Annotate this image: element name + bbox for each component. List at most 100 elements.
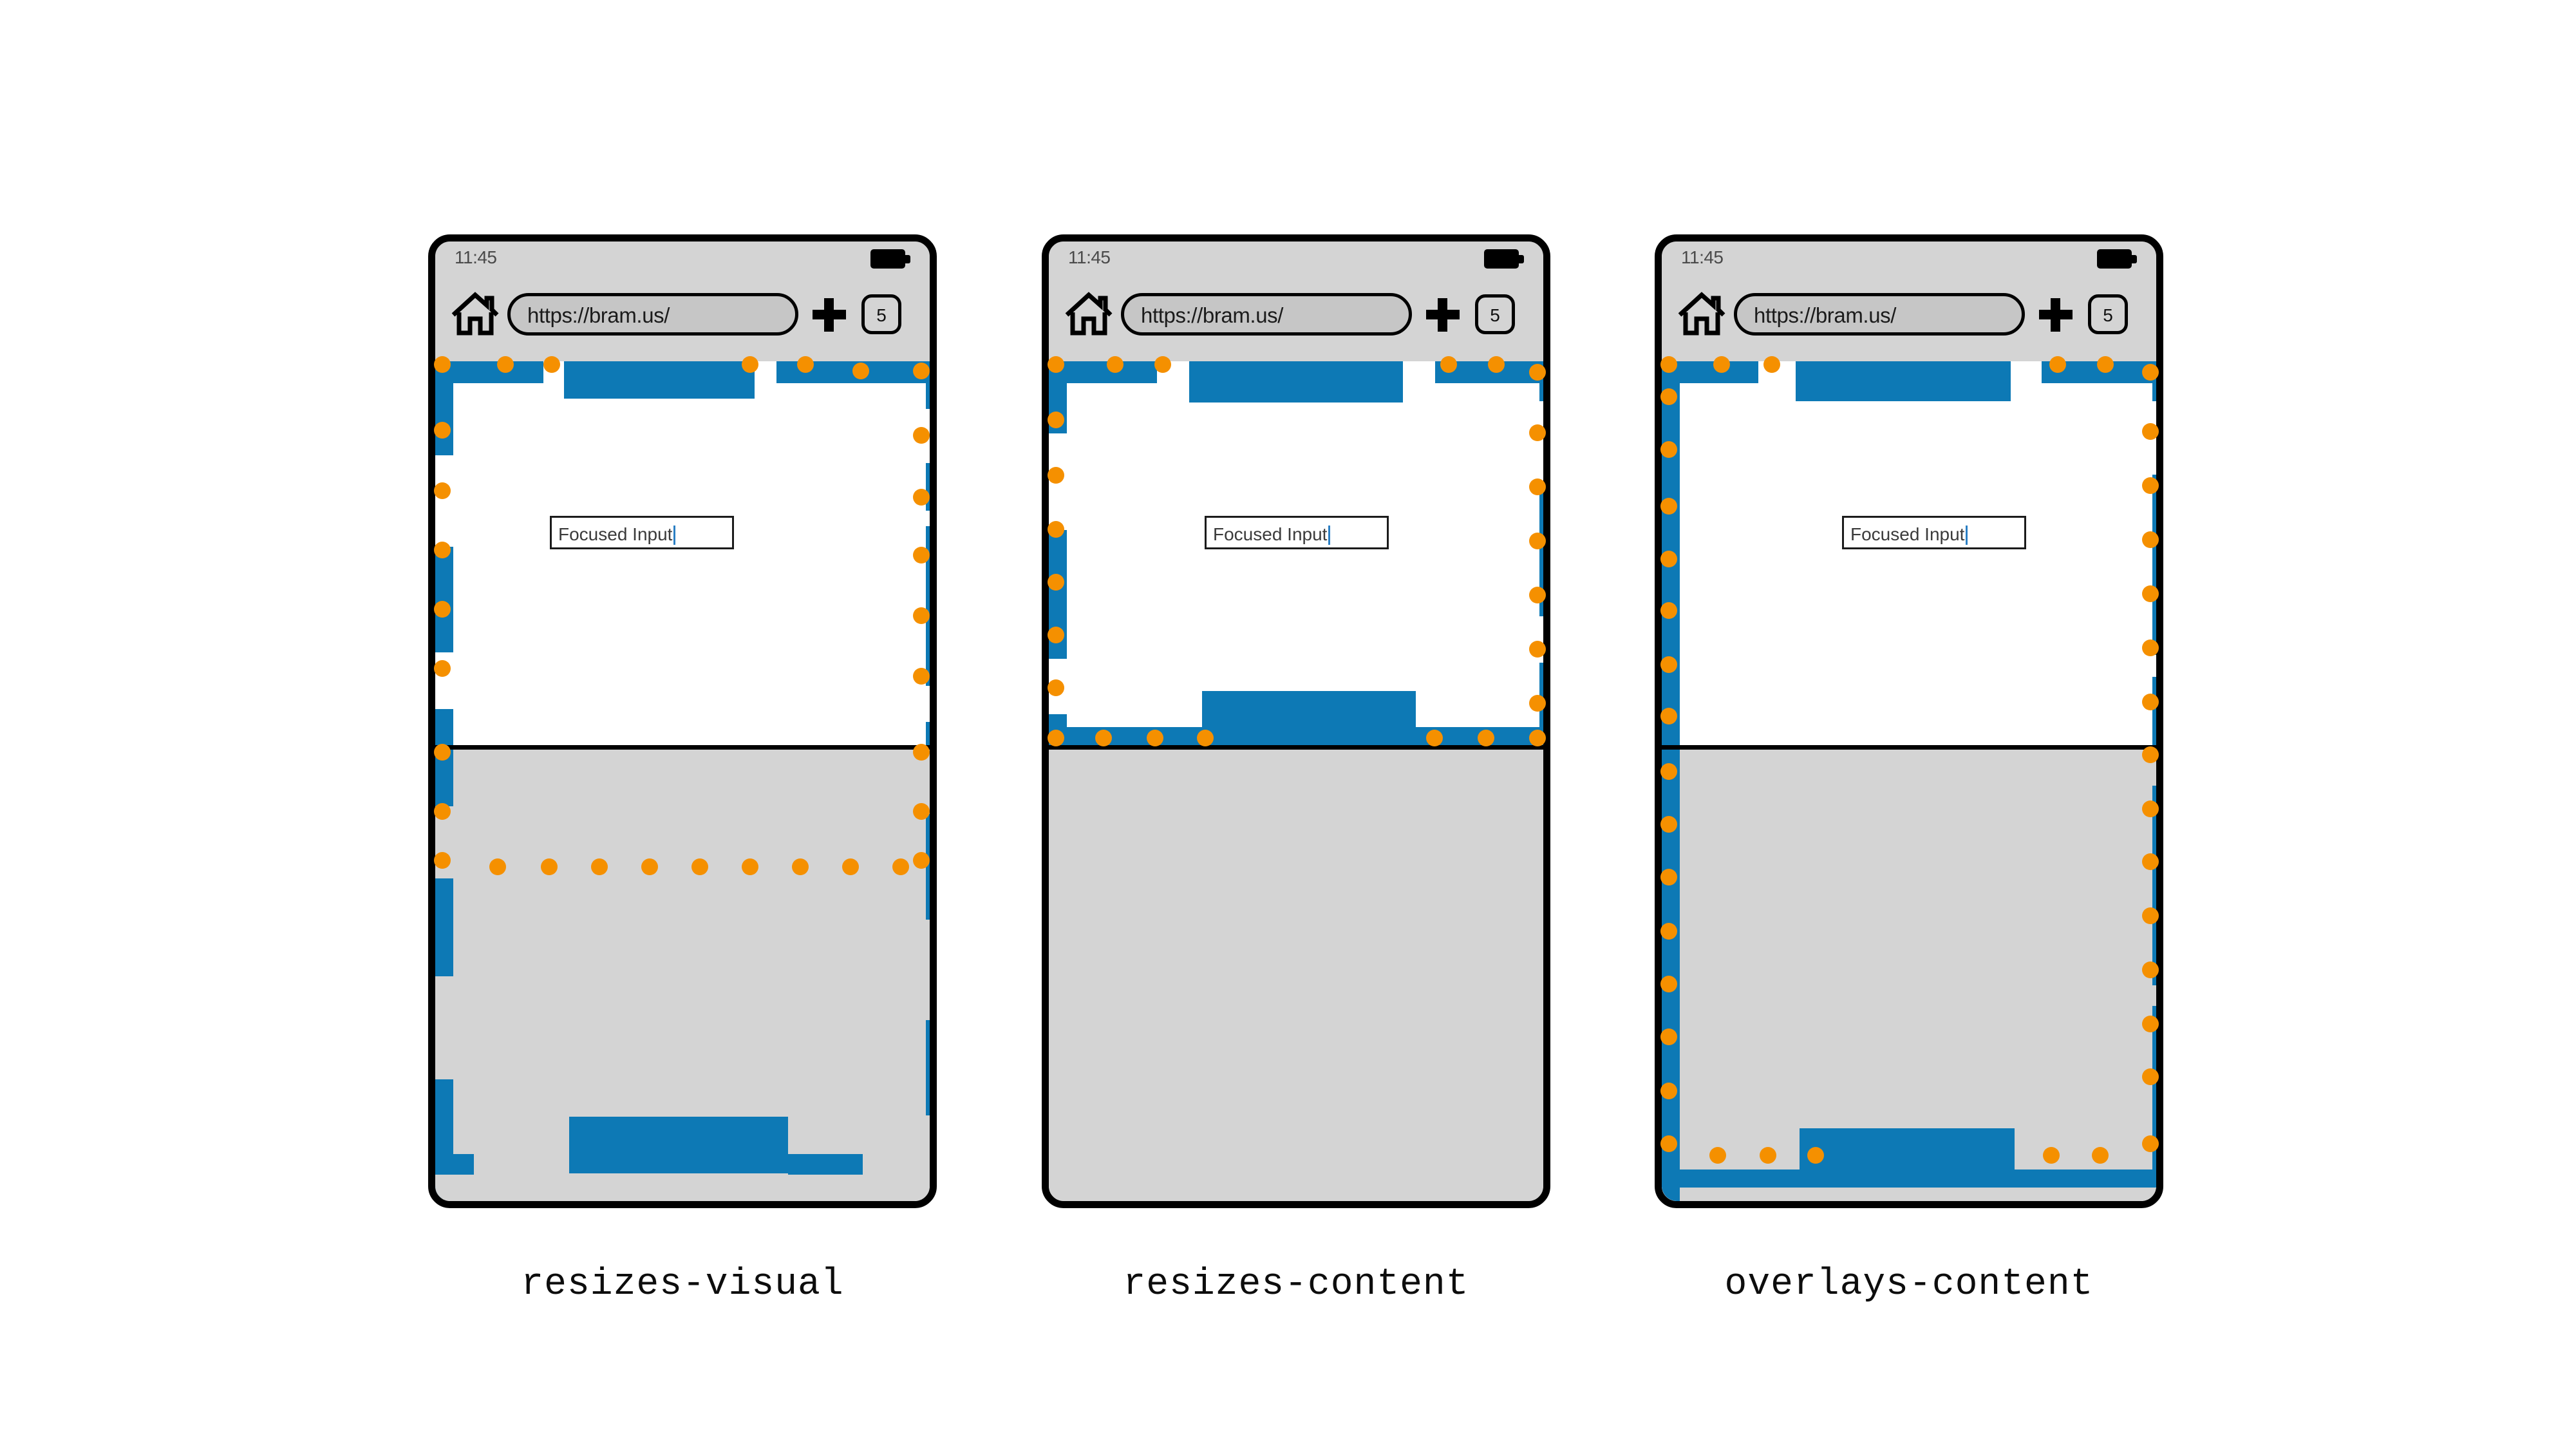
- dot: [497, 356, 514, 373]
- battery-full-icon: [870, 249, 910, 269]
- kbd-band-bottom-right: [2015, 1170, 2156, 1188]
- dot: [2142, 423, 2159, 440]
- home-icon[interactable]: [451, 289, 500, 338]
- dot: [2142, 694, 2159, 710]
- dot: [1660, 441, 1677, 458]
- focused-input[interactable]: Focused Input: [1205, 516, 1389, 549]
- dot: [1660, 1028, 1677, 1045]
- phone-screen: 11:45 https://bram.us/: [1662, 242, 2156, 1201]
- home-icon[interactable]: [1064, 289, 1113, 338]
- address-bar[interactable]: https://bram.us/: [1734, 293, 2025, 336]
- dot: [434, 803, 451, 820]
- dot: [1488, 356, 1505, 373]
- dot: [842, 858, 859, 875]
- plus-icon[interactable]: [813, 298, 846, 332]
- dot: [2142, 907, 2159, 924]
- tab-count-button[interactable]: 5: [861, 294, 901, 334]
- dot: [792, 858, 809, 875]
- tab-count-label: 5: [876, 305, 887, 325]
- band-left-2: [435, 547, 453, 652]
- status-clock: 11:45: [1068, 247, 1111, 267]
- kbd-band-right-2: [926, 1020, 930, 1115]
- dot: [913, 607, 930, 624]
- dot-layer-resizes-visual-lower: [428, 728, 937, 882]
- focused-input[interactable]: Focused Input: [550, 516, 734, 549]
- dot: [2142, 746, 2159, 763]
- band-right-3: [926, 526, 930, 686]
- dot: [1048, 679, 1064, 696]
- dot: [1713, 356, 1730, 373]
- dot: [434, 601, 451, 618]
- dot: [691, 858, 708, 875]
- dot: [434, 356, 451, 373]
- tab-count-button[interactable]: 5: [1475, 294, 1515, 334]
- dot: [1660, 551, 1677, 567]
- dot: [1660, 656, 1677, 673]
- dot: [1529, 641, 1546, 658]
- band-bottom-left: [1049, 727, 1202, 745]
- dot: [1660, 1135, 1677, 1152]
- plus-icon[interactable]: [2039, 298, 2073, 332]
- dot: [2097, 356, 2114, 373]
- dot: [1197, 730, 1214, 746]
- band-top-mid: [564, 361, 755, 399]
- battery-full-icon: [2097, 249, 2137, 269]
- dot: [2142, 800, 2159, 817]
- dot: [913, 852, 930, 869]
- virtual-keyboard: [1049, 745, 1543, 1201]
- dot: [2142, 1016, 2159, 1032]
- dot: [852, 363, 869, 379]
- dot: [1660, 388, 1677, 405]
- dot-layer-resizes-content: [1042, 354, 1550, 746]
- battery-nub: [2132, 255, 2137, 263]
- dot: [1807, 1147, 1824, 1164]
- text-caret: [1328, 526, 1330, 545]
- plus-icon[interactable]: [1426, 298, 1460, 332]
- dot: [1154, 356, 1171, 373]
- dot: [1760, 1147, 1776, 1164]
- dot: [434, 660, 451, 677]
- kbd-band-bottom: [569, 1117, 788, 1173]
- tab-count-button[interactable]: 5: [2088, 294, 2128, 334]
- status-bar: 11:45: [1049, 242, 1543, 275]
- dot: [1048, 627, 1064, 643]
- band-right-2: [926, 463, 930, 511]
- dot: [2142, 961, 2159, 978]
- dot: [1529, 364, 1546, 381]
- focused-input-text: Focused Input: [1850, 524, 1965, 544]
- kbd-band-right-1: [2152, 786, 2156, 985]
- dot: [1095, 730, 1112, 746]
- dot-layer-overlays-content: [1655, 354, 2163, 1217]
- browser-toolbar: https://bram.us/ 5: [1049, 275, 1543, 361]
- caption-overlays-content: overlays-content: [1724, 1264, 2094, 1305]
- phone-mockup-resizes-visual: 11:45 https://bram.us/: [428, 234, 937, 1208]
- dot: [2142, 853, 2159, 870]
- dot: [742, 858, 758, 875]
- browser-toolbar: https://bram.us/ 5: [1662, 275, 2156, 361]
- dot: [1048, 467, 1064, 484]
- phone-mockup-overlays-content: 11:45 https://bram.us/: [1655, 234, 2163, 1208]
- address-bar[interactable]: https://bram.us/: [1121, 293, 1412, 336]
- dot: [1529, 424, 1546, 441]
- band-right-1: [2152, 361, 2156, 401]
- dot: [1529, 695, 1546, 712]
- address-bar[interactable]: https://bram.us/: [507, 293, 798, 336]
- caption-resizes-visual: resizes-visual: [521, 1264, 844, 1305]
- dot: [2049, 356, 2066, 373]
- status-clock: 11:45: [1681, 247, 1724, 267]
- dot: [913, 668, 930, 685]
- dot: [1660, 976, 1677, 992]
- dot: [892, 858, 909, 875]
- page-viewport: Focused Input: [1049, 361, 1543, 745]
- dot: [1660, 816, 1677, 833]
- browser-chrome: 11:45 https://bram.us/: [1049, 242, 1543, 361]
- focused-input[interactable]: Focused Input: [1842, 516, 2026, 549]
- kbd-band-right-1: [926, 814, 930, 920]
- battery-shell: [870, 249, 905, 269]
- phone-screen: 11:45 https://bram.us/: [435, 242, 930, 1201]
- dot: [2142, 531, 2159, 548]
- home-icon[interactable]: [1677, 289, 1726, 338]
- dot-layer-resizes-visual: [428, 354, 937, 728]
- dot: [434, 542, 451, 558]
- kbd-band-left-2: [435, 878, 453, 976]
